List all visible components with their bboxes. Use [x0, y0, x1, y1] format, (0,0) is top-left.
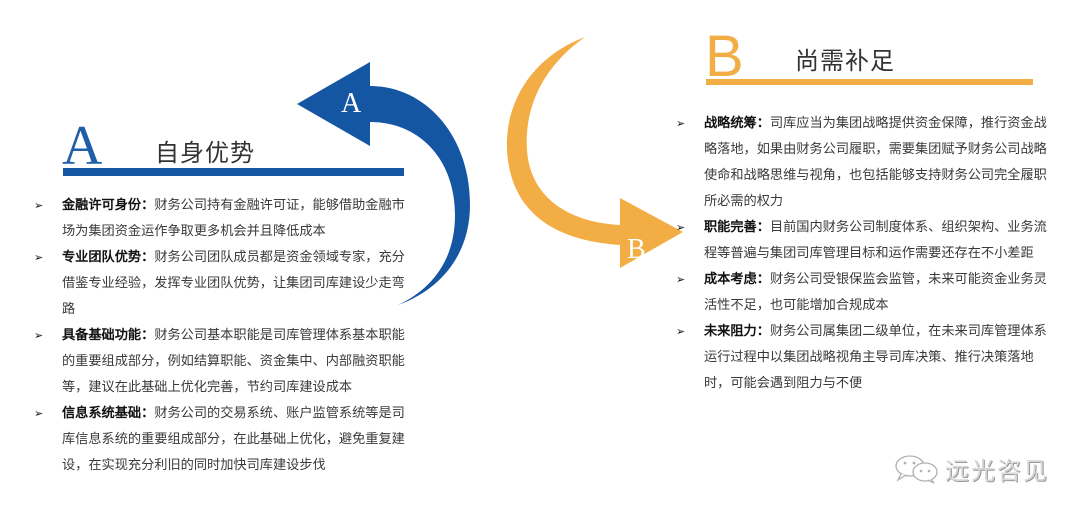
- item-text: 财务公司受银保监会监管，未来可能资金业务灵活性不足，也可能增加合规成本: [704, 272, 1047, 313]
- section-b-letter: B: [705, 24, 744, 89]
- section-a-divider: [63, 168, 404, 176]
- list-item: ➢ 战略统筹：司库应当为集团战略提供资金保障，推行资金战略落地，如果由财务公司履…: [672, 111, 1052, 215]
- watermark: 远光咨见: [893, 451, 1049, 486]
- list-item: ➢ 金融许可身份：财务公司持有金融许可证，能够借助金融市场为集团资金运作争取更多…: [30, 193, 415, 245]
- bullet-arrow-icon: ➢: [676, 221, 686, 234]
- item-label: 具备基础功能：: [62, 328, 155, 343]
- item-label: 信息系统基础：: [62, 406, 155, 421]
- bullet-arrow-icon: ➢: [676, 117, 686, 130]
- section-a-list: ➢ 金融许可身份：财务公司持有金融许可证，能够借助金融市场为集团资金运作争取更多…: [30, 193, 415, 479]
- blue-arrow-a: A: [297, 62, 470, 305]
- list-item: ➢ 具备基础功能：财务公司基本职能是司库管理体系基本职能的重要组成部分，例如结算…: [30, 323, 415, 401]
- item-text: 财务公司的交易系统、账户监管系统等是司库信息系统的重要组成部分，在此基础上优化，…: [62, 406, 405, 473]
- bullet-arrow-icon: ➢: [676, 325, 686, 338]
- item-label: 职能完善：: [704, 220, 770, 235]
- bullet-arrow-icon: ➢: [34, 407, 44, 420]
- section-b-title: 尚需补足: [795, 47, 895, 75]
- bullet-arrow-icon: ➢: [34, 251, 44, 264]
- item-text: 财务公司持有金融许可证，能够借助金融市场为集团资金运作争取更多机会并且降低成本: [62, 198, 405, 239]
- item-text: 财务公司基本职能是司库管理体系基本职能的重要组成部分，例如结算职能、资金集中、内…: [62, 328, 405, 395]
- list-item: ➢ 未来阻力：财务公司属集团二级单位，在未来司库管理体系运行过程中以集团战略视角…: [672, 319, 1052, 397]
- list-item: ➢ 信息系统基础：财务公司的交易系统、账户监管系统等是司库信息系统的重要组成部分…: [30, 401, 415, 479]
- wechat-icon: [895, 454, 938, 484]
- item-label: 成本考虑：: [704, 272, 770, 287]
- item-text: 财务公司团队成员都是资金领域专家，充分借鉴专业经验，发挥专业团队优势，让集团司库…: [62, 250, 405, 317]
- list-item: ➢ 职能完善：目前国内财务公司制度体系、组织架构、业务流程等普遍与集团司库管理目…: [672, 215, 1052, 267]
- orange-arrow-b: B: [506, 37, 683, 268]
- section-a-letter: A: [62, 115, 103, 177]
- item-label: 未来阻力：: [704, 324, 770, 339]
- item-label: 专业团队优势：: [62, 250, 155, 265]
- list-item: ➢ 专业团队优势：财务公司团队成员都是资金领域专家，充分借鉴专业经验，发挥专业团…: [30, 245, 415, 323]
- section-b-divider: [706, 79, 1033, 85]
- arrow-b-letter: B: [627, 234, 646, 265]
- item-text: 目前国内财务公司制度体系、组织架构、业务流程等普遍与集团司库管理目标和运作需要还…: [704, 220, 1047, 261]
- item-text: 财务公司属集团二级单位，在未来司库管理体系运行过程中以集团战略视角主导司库决策、…: [704, 324, 1047, 391]
- bullet-arrow-icon: ➢: [34, 199, 44, 212]
- section-a-title: 自身优势: [155, 139, 255, 167]
- list-item: ➢ 成本考虑：财务公司受银保监会监管，未来可能资金业务灵活性不足，也可能增加合规…: [672, 267, 1052, 319]
- bullet-arrow-icon: ➢: [34, 329, 44, 342]
- item-text: 司库应当为集团战略提供资金保障，推行资金战略落地，如果由财务公司履职，需要集团赋…: [704, 116, 1047, 209]
- item-label: 金融许可身份：: [62, 198, 155, 213]
- item-label: 战略统筹：: [704, 116, 770, 131]
- bullet-arrow-icon: ➢: [676, 273, 686, 286]
- section-b-list: ➢ 战略统筹：司库应当为集团战略提供资金保障，推行资金战略落地，如果由财务公司履…: [672, 111, 1052, 397]
- watermark-text: 远光咨见: [945, 457, 1049, 485]
- arrow-a-letter: A: [341, 88, 362, 119]
